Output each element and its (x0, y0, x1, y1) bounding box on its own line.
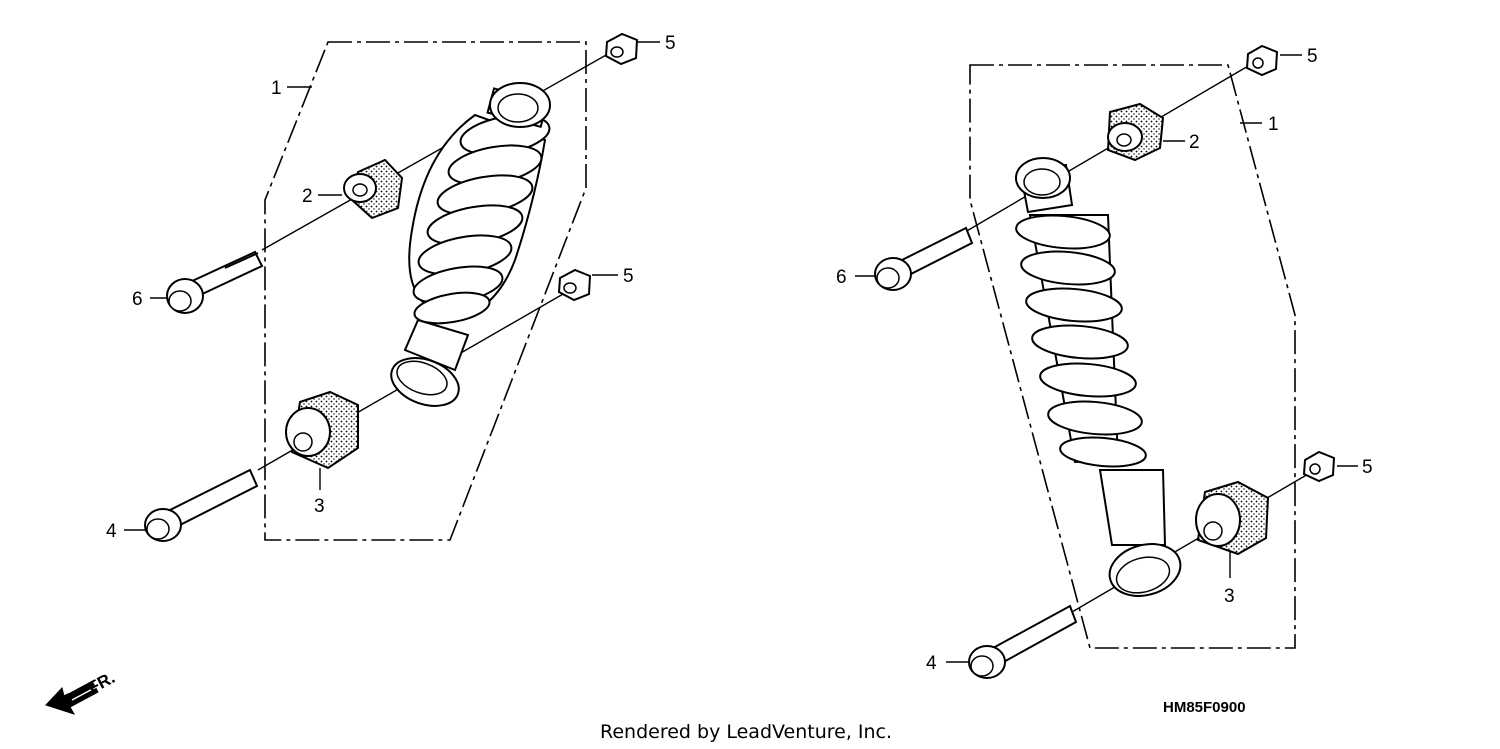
lower-bolt-right (968, 604, 1078, 679)
front-direction-arrow-icon (45, 677, 101, 715)
lower-bushing-left (285, 390, 359, 470)
callout-bolt-lower-right: 4 (926, 653, 937, 674)
lower-bushing-right (1195, 480, 1270, 556)
drawing-code: HM85F0900 (1163, 699, 1246, 716)
callout-nut-lower-left: 5 (623, 266, 634, 287)
coil-spring-left (412, 114, 551, 325)
upper-bolt-left (166, 250, 264, 314)
lower-nut-right (1302, 450, 1336, 483)
upper-bolt-right (874, 226, 974, 291)
render-credit: Rendered by LeadVenture, Inc. (600, 721, 892, 743)
shock-absorber-left (390, 82, 551, 407)
callout-bushing-lower-left: 3 (314, 496, 325, 517)
left-assembly: 1 2 5 5 6 4 3 (106, 32, 676, 542)
callout-bushing-lower-right: 3 (1224, 586, 1235, 607)
shock-absorber-right (1015, 157, 1182, 597)
upper-nut-right (1245, 44, 1279, 77)
lower-bolt-left (144, 468, 259, 542)
callout-nut-lower-right: 5 (1362, 457, 1373, 478)
lower-nut-left (557, 268, 592, 302)
callout-bushing-upper-left: 2 (302, 186, 313, 207)
callout-bushing-upper-right: 2 (1189, 132, 1200, 153)
callout-nut-upper-left: 5 (665, 33, 676, 54)
callout-bolt-lower-left: 4 (106, 521, 117, 542)
callout-bolt-upper-right: 6 (836, 267, 847, 288)
callout-shock-left: 1 (271, 78, 282, 99)
upper-bushing-left (343, 158, 404, 220)
upper-nut-left (604, 32, 639, 66)
callout-bolt-upper-left: 6 (132, 289, 143, 310)
callout-shock-right: 1 (1268, 114, 1279, 135)
coil-spring-right (1015, 214, 1147, 468)
callout-nut-upper-right: 5 (1307, 46, 1318, 67)
upper-bushing-right (1106, 102, 1165, 162)
right-assembly: 1 2 5 5 6 4 3 (836, 44, 1373, 679)
